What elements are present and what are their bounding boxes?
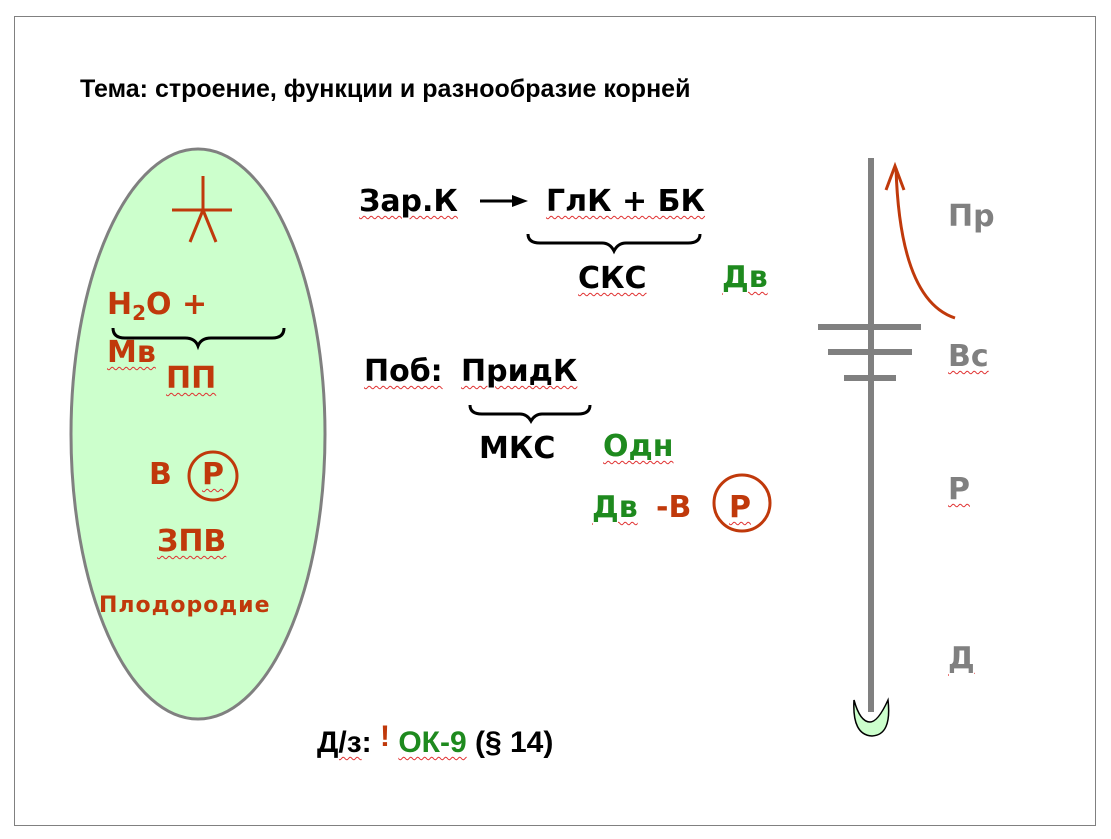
homework-label: Д/з [317, 726, 362, 759]
main-root-label: Зар.К [359, 187, 458, 217]
adventitious-root-label: ПридК [461, 357, 577, 387]
growth-arrow-icon [886, 166, 955, 318]
v-label: В [149, 460, 172, 490]
arrow-right-icon [480, 195, 528, 207]
zone-label-pr: Пр [948, 202, 995, 232]
formula-rest: О + [146, 287, 207, 322]
dicot-label-1: Дв [722, 263, 768, 293]
dicot-label-2: Дв [592, 493, 638, 523]
soil-oval [71, 149, 325, 719]
minerals-label: Мв [107, 338, 156, 368]
zone-label-r: Р [948, 475, 970, 505]
formula-sub: 2 [132, 301, 146, 325]
pp-label: ПП [166, 364, 216, 394]
brace-mks [470, 405, 590, 421]
sks-label: СКС [578, 264, 647, 294]
dash-v-label: -В [656, 493, 691, 523]
formula-water: Н2О + [107, 290, 207, 323]
mks-label: МКС [479, 434, 555, 464]
root-axis [818, 158, 921, 712]
glk-bk-label: ГлК + БК [546, 187, 705, 217]
ok-label: ОК-9 [398, 726, 466, 759]
homework-colon: : [362, 726, 372, 759]
r-circled-label: Р [202, 460, 224, 490]
fertility-label: Плодородие [99, 595, 271, 617]
zpv-label: ЗПВ [157, 527, 226, 557]
formula-h: Н [107, 287, 132, 322]
zone-label-d: Д [948, 644, 975, 674]
brace-sks [528, 234, 700, 251]
homework: Д/з: ! ОК-9 (§ 14) [317, 728, 553, 758]
zone-label-vs: Вс [948, 342, 989, 372]
paragraph-ref: (§ 14) [475, 726, 553, 759]
page-title: Тема: строение, функции и разнообразие к… [80, 77, 690, 102]
exclaim-mark: ! [380, 720, 390, 753]
r-circled-center-label: Р [729, 493, 751, 523]
shoot-label: Поб: [364, 357, 443, 387]
monocot-label: Одн [603, 432, 673, 462]
